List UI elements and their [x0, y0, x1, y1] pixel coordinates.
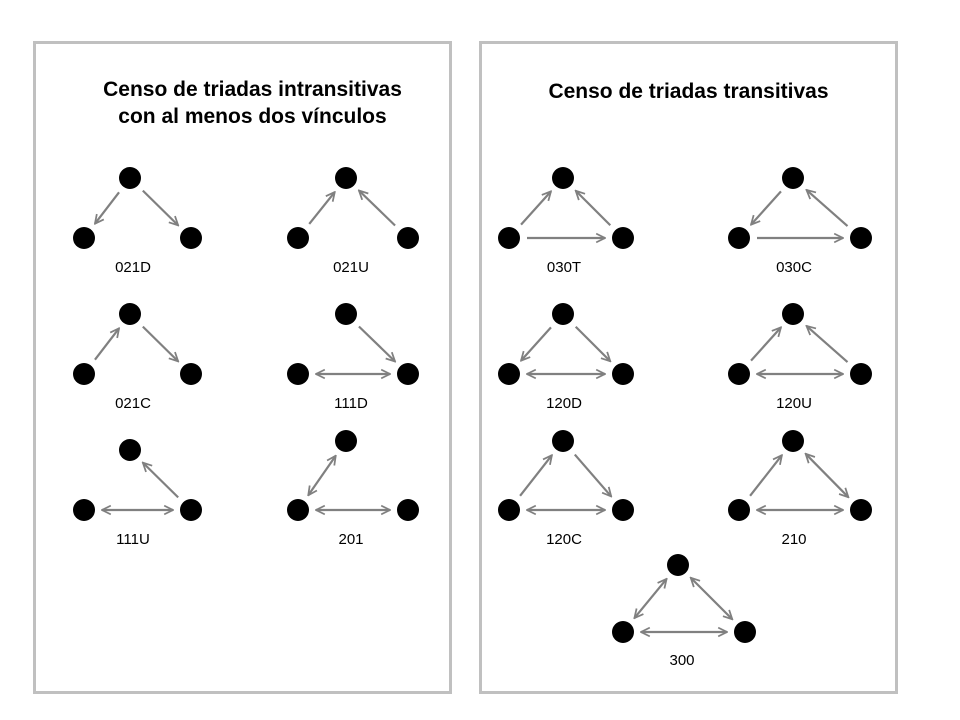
node-circle — [612, 227, 634, 249]
triad-021d: 021D — [73, 167, 202, 276]
triad-label: 210 — [781, 531, 806, 548]
directed-tie-arrow — [573, 453, 611, 497]
node-circle — [728, 363, 750, 385]
node-circle — [287, 363, 309, 385]
node-circle — [180, 227, 202, 249]
node-circle — [287, 227, 309, 249]
node-circle — [728, 499, 750, 521]
node-circle — [850, 227, 872, 249]
triad-030c: 030C — [728, 167, 872, 276]
node-circle — [552, 430, 574, 452]
triad-label: 021C — [115, 395, 151, 412]
directed-tie-arrow — [358, 325, 395, 362]
triad-111d: 111D — [287, 303, 419, 412]
intransitive-panel-title: Censo de triadas intransitivas con al me… — [56, 76, 449, 130]
node-circle — [552, 167, 574, 189]
node-circle — [335, 430, 357, 452]
node-circle — [667, 554, 689, 576]
triad-111u: 111U — [73, 439, 202, 548]
triad-label: 111D — [334, 395, 368, 412]
node-circle — [119, 167, 141, 189]
triad-120d: 120D — [498, 303, 634, 412]
node-circle — [119, 439, 141, 461]
directed-tie-arrow — [142, 189, 178, 226]
node-circle — [612, 499, 634, 521]
transitive-panel-title: Censo de triadas transitivas — [548, 80, 829, 103]
directed-tie-arrow — [806, 326, 849, 363]
triad-label: 120D — [546, 395, 582, 412]
node-circle — [335, 303, 357, 325]
directed-tie-arrow — [519, 455, 552, 497]
node-circle — [73, 363, 95, 385]
node-circle — [73, 499, 95, 521]
directed-tie-arrow — [308, 192, 335, 225]
mutual-tie-arrow — [806, 454, 849, 497]
node-circle — [498, 499, 520, 521]
mutual-tie-arrow — [308, 456, 335, 495]
triad-120c: 120C — [498, 430, 634, 548]
directed-tie-arrow — [750, 327, 781, 362]
directed-tie-arrow — [521, 326, 552, 360]
title-line-2: con al menos dos vínculos — [118, 105, 387, 128]
directed-tie-arrow — [576, 191, 612, 227]
node-circle — [782, 430, 804, 452]
node-circle — [180, 499, 202, 521]
triad-021u: 021U — [287, 167, 419, 276]
node-circle — [73, 227, 95, 249]
triad-030t: 030T — [498, 167, 634, 276]
directed-tie-arrow — [574, 325, 611, 362]
node-circle — [782, 303, 804, 325]
directed-tie-arrow — [806, 190, 849, 227]
triad-label: 021U — [333, 259, 369, 276]
triad-021c: 021C — [73, 303, 202, 412]
node-circle — [728, 227, 750, 249]
node-circle — [180, 363, 202, 385]
triad-201: 201 — [287, 430, 419, 548]
triad-label: 120C — [546, 531, 582, 548]
directed-tie-arrow — [94, 328, 119, 361]
mutual-tie-arrow — [634, 579, 666, 618]
directed-tie-arrow — [95, 191, 120, 223]
node-circle — [498, 227, 520, 249]
node-circle — [850, 499, 872, 521]
triad-label: 201 — [338, 531, 363, 548]
triad-label: 030C — [776, 259, 812, 276]
directed-tie-arrow — [520, 191, 551, 226]
node-circle — [287, 499, 309, 521]
node-circle — [734, 621, 756, 643]
node-circle — [612, 621, 634, 643]
node-circle — [552, 303, 574, 325]
directed-tie-arrow — [142, 325, 178, 362]
directed-tie-arrow — [751, 190, 782, 224]
node-circle — [850, 363, 872, 385]
triad-210: 210 — [728, 430, 872, 548]
transitive-triads-panel: Censo de triadas transitivas — [479, 41, 898, 694]
triad-label: 111U — [116, 531, 150, 548]
node-circle — [119, 303, 141, 325]
intransitive-triads-panel: Censo de triadas intransitivas con al me… — [33, 41, 452, 694]
node-circle — [335, 167, 357, 189]
triad-label: 120U — [776, 395, 812, 412]
directed-tie-arrow — [143, 463, 179, 499]
title-line-1: Censo de triadas intransitivas — [103, 78, 402, 101]
node-circle — [397, 363, 419, 385]
triad-120u: 120U — [728, 303, 872, 412]
directed-tie-arrow — [359, 191, 396, 227]
node-circle — [498, 363, 520, 385]
directed-tie-arrow — [749, 455, 782, 497]
triad-label: 021D — [115, 259, 151, 276]
triad-300: 300 — [612, 554, 756, 669]
node-circle — [612, 363, 634, 385]
triad-label: 300 — [669, 652, 694, 669]
triad-label: 030T — [547, 259, 581, 276]
mutual-tie-arrow — [691, 578, 733, 620]
node-circle — [782, 167, 804, 189]
node-circle — [397, 499, 419, 521]
node-circle — [397, 227, 419, 249]
